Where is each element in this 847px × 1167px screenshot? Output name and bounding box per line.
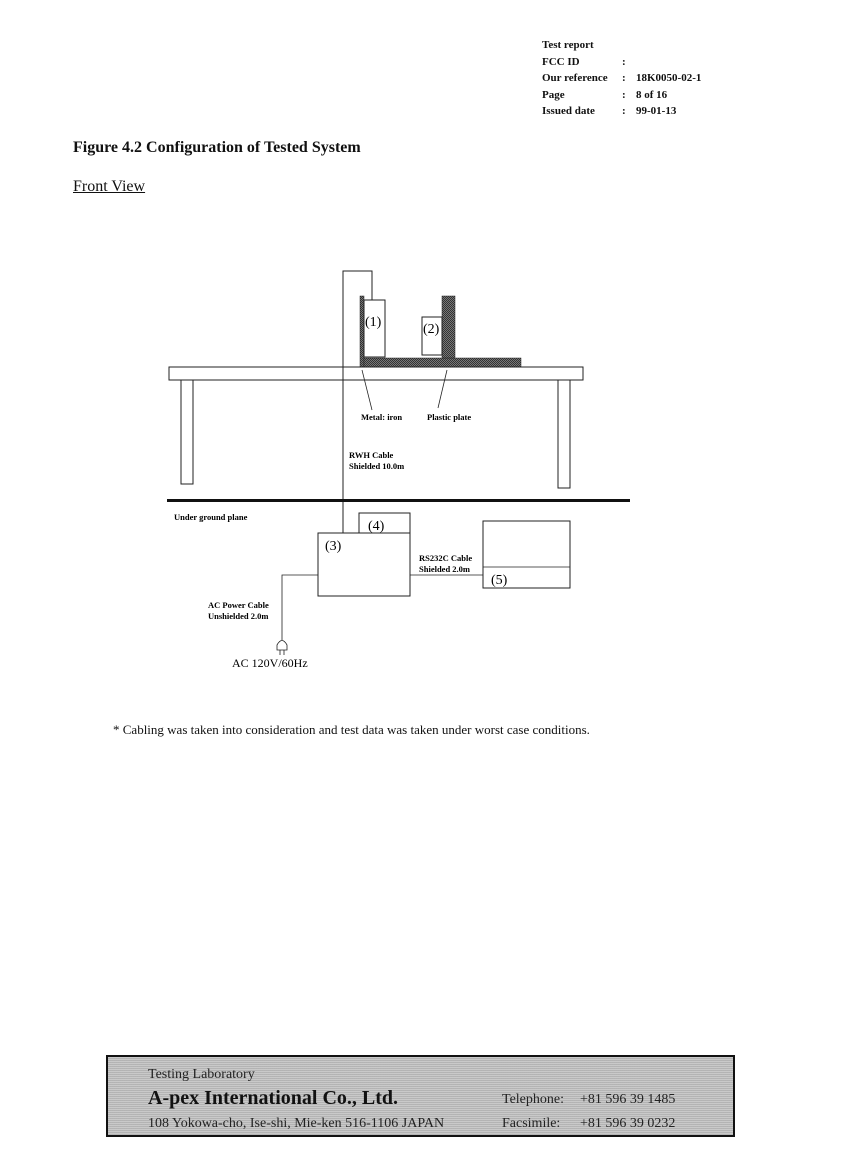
power-supply-label: AC 120V/60Hz <box>232 656 308 670</box>
header-value: 8 of 16 <box>636 88 668 101</box>
header-colon: : <box>622 72 626 84</box>
report-header: Test report FCC ID: Our reference:18K005… <box>542 37 742 122</box>
footer-banner: Testing Laboratory A-pex International C… <box>106 1055 735 1137</box>
header-label: Our reference <box>542 72 608 84</box>
footnote: * Cabling was taken into consideration a… <box>113 722 590 737</box>
footer-company: A-pex International Co., Ltd. <box>148 1087 399 1109</box>
rs232c-cable-spec: Shielded 2.0m <box>419 564 470 574</box>
header-colon: : <box>622 55 626 68</box>
header-label: Page <box>542 88 565 101</box>
ac-power-cable <box>281 574 318 640</box>
device-3-box <box>317 532 411 597</box>
plastic-plate <box>441 295 456 359</box>
figure-subtitle: Front View <box>73 178 146 195</box>
rs232c-cable-label: RS232C Cable <box>419 553 472 563</box>
header-value: 99-01-13 <box>636 105 677 117</box>
footer-fax: +81 596 39 0232 <box>580 1116 676 1131</box>
footer-tel-label: Telephone: <box>502 1092 564 1107</box>
ac-cable-label: AC Power Cable <box>208 600 269 610</box>
device-2-box <box>421 316 443 356</box>
header-label: FCC ID <box>542 55 580 68</box>
table-leg-right <box>557 379 571 489</box>
footer-address: 108 Yokowa-cho, Ise-shi, Mie-ken 516-110… <box>148 1116 445 1131</box>
rwh-cable-label: RWH Cable <box>349 450 394 460</box>
ground-plane <box>167 499 630 502</box>
footer-tel: +81 596 39 1485 <box>580 1092 676 1107</box>
header-colon: : <box>622 105 626 117</box>
rwh-cable-spec: Shielded 10.0m <box>349 461 404 471</box>
metal-iron-vertical <box>359 295 365 368</box>
ac-cable-spec: Unshielded 2.0m <box>208 611 268 621</box>
rwh-cable <box>342 270 373 533</box>
device-4-box <box>358 512 411 534</box>
ground-plane-label: Under ground plane <box>174 512 248 522</box>
table-leg-left <box>180 379 194 485</box>
metal-iron-base <box>363 357 522 368</box>
figure-title: Figure 4.2 Configuration of Tested Syste… <box>73 139 361 156</box>
footer-lab: Testing Laboratory <box>148 1067 255 1082</box>
device-2-label: (2) <box>423 322 440 337</box>
header-colon: : <box>622 88 626 101</box>
footer-fax-label: Facsimile: <box>502 1116 561 1131</box>
metal-iron-label: Metal: iron <box>361 412 402 422</box>
device-1-box <box>363 299 386 358</box>
plastic-plate-label: Plastic plate <box>427 412 471 422</box>
device-5-label: (5) <box>491 573 508 588</box>
device-5-box <box>482 520 571 589</box>
device-4-label: (4) <box>368 519 385 534</box>
device-3-label: (3) <box>325 539 342 554</box>
header-label: Issued date <box>542 105 595 117</box>
power-plug-icon <box>276 640 288 655</box>
device-1-label: (1) <box>365 315 382 330</box>
header-value: 18K0050-02-1 <box>636 72 702 84</box>
configuration-diagram: (1) (2) Metal: iron Plastic plate RWH Ca… <box>167 270 630 670</box>
table-top <box>168 366 584 381</box>
header-label: Test report <box>542 39 594 51</box>
